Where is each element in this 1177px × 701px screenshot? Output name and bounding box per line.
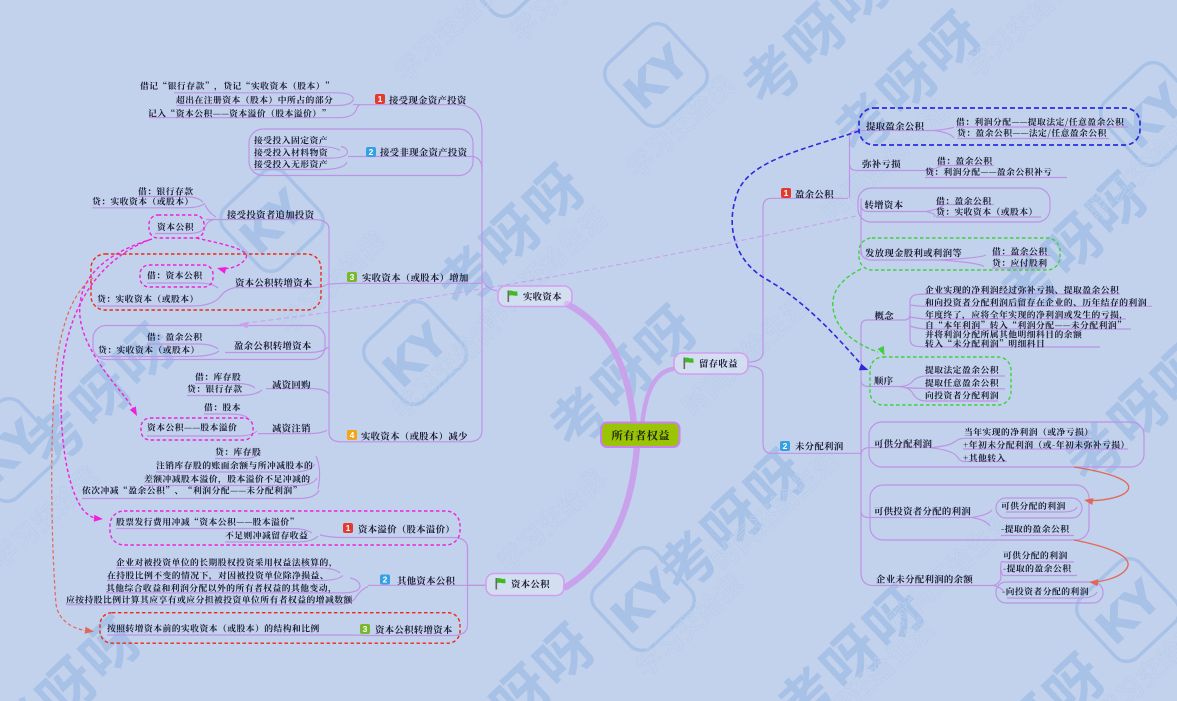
svg-text:1: 1	[346, 523, 351, 533]
svg-text:2: 2	[383, 575, 388, 585]
svg-text:3: 3	[350, 272, 355, 282]
svg-text:1: 1	[784, 188, 789, 198]
svg-text:2: 2	[783, 441, 788, 451]
svg-text:4: 4	[350, 430, 355, 440]
svg-text:1: 1	[378, 94, 383, 104]
svg-text:2: 2	[369, 147, 374, 157]
svg-text:3: 3	[363, 624, 368, 634]
